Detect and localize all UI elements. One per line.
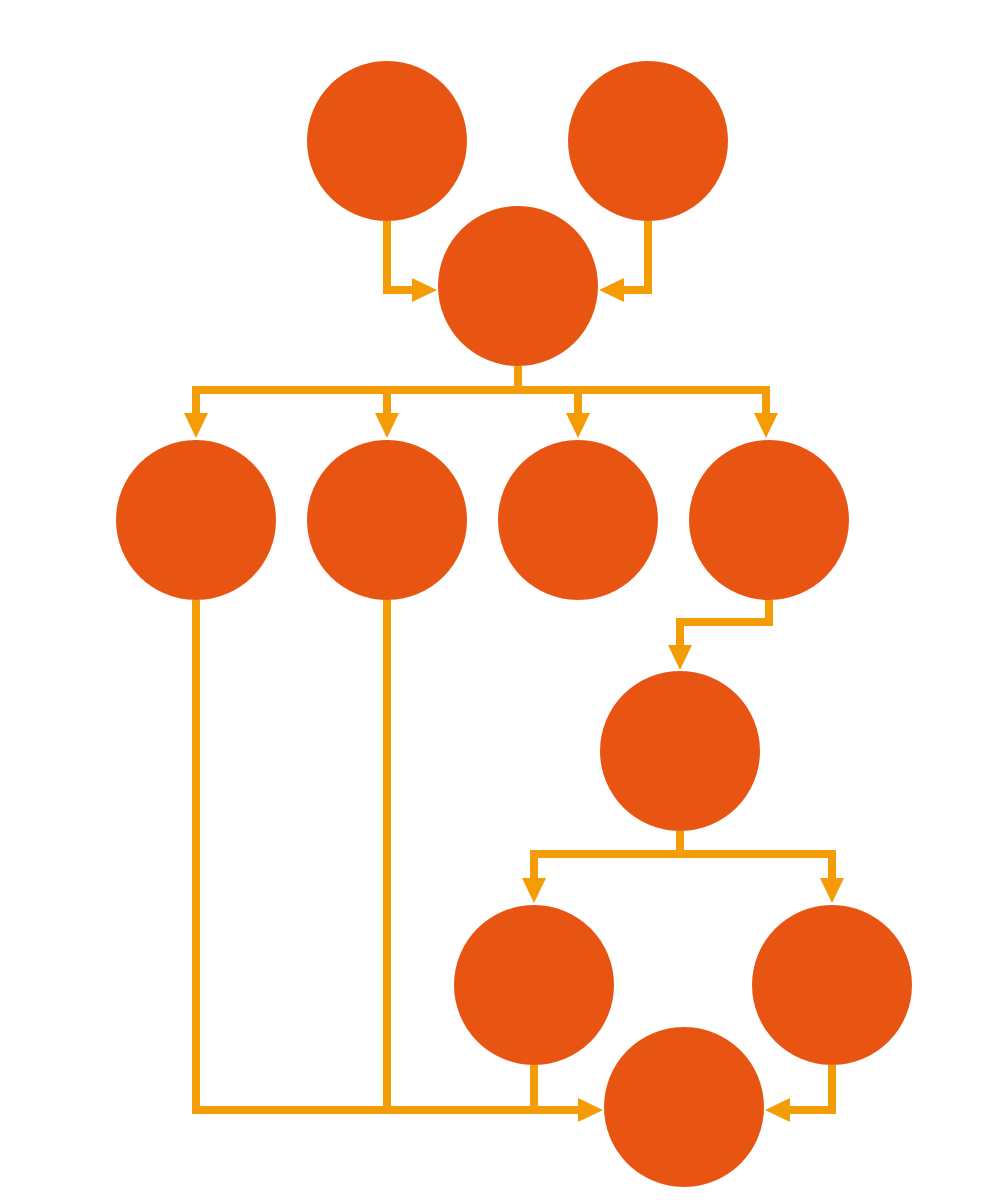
edge-line [530,831,684,878]
node-n2 [568,61,728,221]
edge-n8-n10 [680,850,844,903]
arrowhead-icon [566,413,590,438]
node-n11 [604,1027,764,1187]
node-n4 [116,440,276,600]
edges-layer [184,221,844,1122]
arrowhead-icon [820,878,844,903]
edge-n3-n4 [184,366,522,438]
edge-line [680,850,836,878]
node-n9 [454,905,614,1065]
arrowhead-icon [765,1098,790,1122]
node-n1 [307,61,467,221]
node-n8 [600,671,760,831]
edge-n3-n7 [518,386,778,438]
nodes-layer [116,61,912,1187]
arrowhead-icon [578,1098,603,1122]
arrowhead-icon [184,413,208,438]
edge-n4-n11 [192,600,603,1122]
arrowhead-icon [375,413,399,438]
edge-line [383,221,412,294]
arrowhead-icon [522,878,546,903]
arrowhead-icon [754,413,778,438]
edge-line [676,600,773,645]
node-n7 [689,440,849,600]
edge-line [790,1065,836,1114]
node-n3 [438,206,598,366]
edge-n1-n3 [383,221,437,302]
edge-line [624,221,652,294]
node-n5 [307,440,467,600]
edge-n3-n5 [375,386,518,438]
edge-n2-n3 [599,221,652,302]
node-n6 [498,440,658,600]
edge-n3-n6 [518,386,590,438]
edge-n7-n8 [668,600,773,670]
edge-line [518,386,770,413]
node-n10 [752,905,912,1065]
edge-line [383,386,518,413]
arrowhead-icon [668,645,692,670]
edge-n8-n9 [522,831,684,903]
edge-line [192,600,578,1114]
arrowhead-icon [599,278,624,302]
arrowhead-icon [412,278,437,302]
edge-n10-n11 [765,1065,836,1122]
edge-line [192,366,522,413]
